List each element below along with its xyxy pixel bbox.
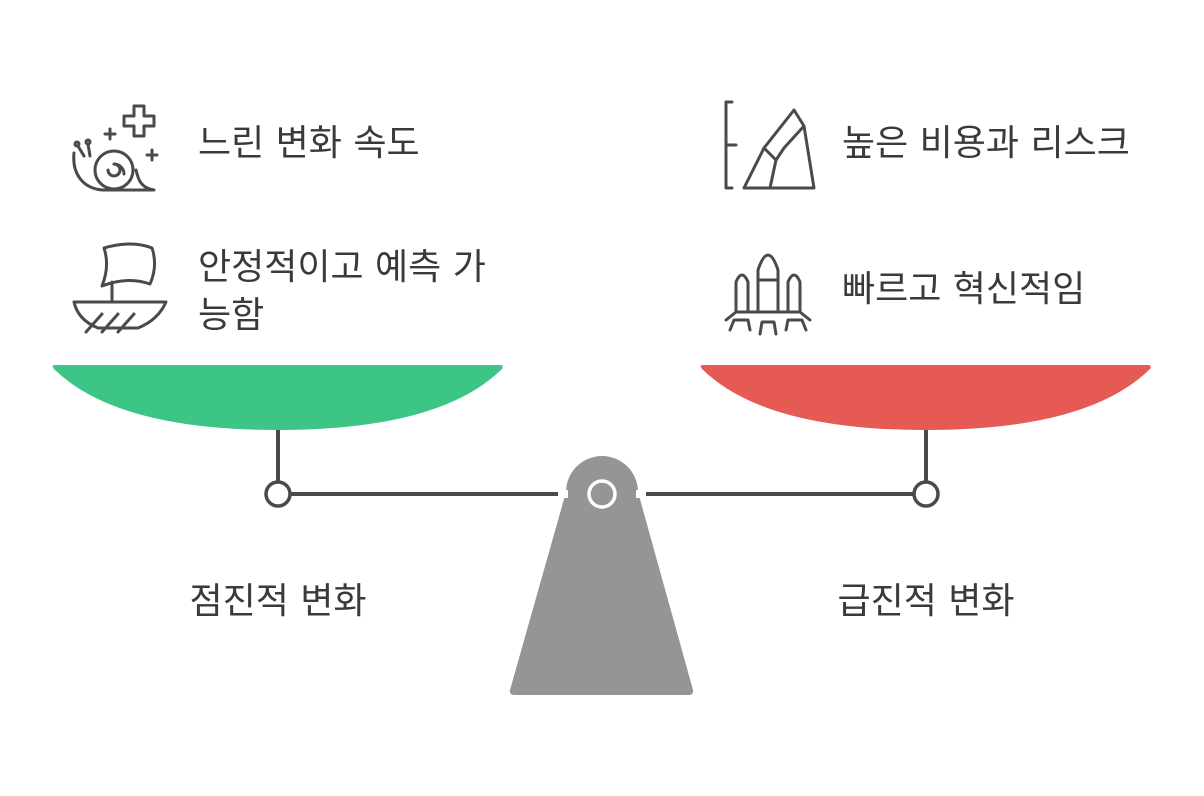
right-item-label-fast: 빠르고 혁신적임: [842, 269, 1086, 310]
space-shuttle-icon: [724, 253, 812, 336]
mountain-cliff-icon: [724, 100, 816, 190]
fulcrum-stand: [509, 456, 694, 695]
left-item-label-slow: 느린 변화 속도: [198, 123, 420, 164]
fulcrum-pivot: [587, 479, 617, 509]
left-beam-joint: [264, 480, 292, 508]
right-pan: [700, 365, 1151, 430]
left-item-label-stable: 안정적이고 예측 가능함: [198, 247, 486, 336]
snail-icon: [72, 104, 159, 192]
right-beam-joint: [912, 480, 940, 508]
right-item-label-cost: 높은 비용과 리스크: [842, 123, 1130, 164]
right-base-label: 급진적 변화: [837, 581, 1015, 622]
left-pan: [52, 365, 503, 430]
left-base-label: 점진적 변화: [189, 581, 367, 622]
sailboat-icon: [72, 242, 168, 334]
